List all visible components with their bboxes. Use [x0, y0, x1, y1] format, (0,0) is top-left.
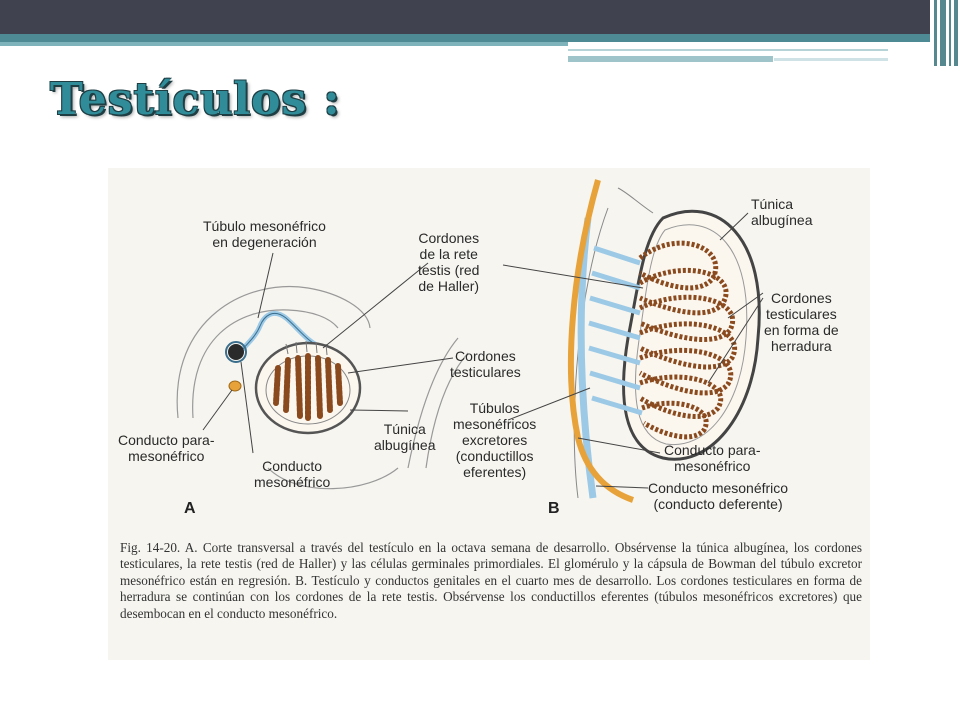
label-text: Conducto para- mesonéfrico	[118, 432, 215, 464]
label-text: Túbulos mesonéfricos excretores (conduct…	[453, 400, 537, 480]
label-text: Cordones de la rete testis (red de Halle…	[418, 230, 480, 294]
label-cordones-rete-testis: Cordones de la rete testis (red de Halle…	[418, 230, 479, 294]
label-text: Cordones testiculares	[450, 348, 521, 380]
panel-a-drawing	[176, 252, 469, 490]
label-text: Conducto para- mesonéfrico	[664, 442, 761, 474]
panel-letter-a: A	[184, 500, 196, 517]
panel-letter-b: B	[548, 500, 560, 517]
slide-accent-bar	[0, 34, 930, 42]
label-conducto-paramesonefrico-a: Conducto para- mesonéfrico	[118, 432, 215, 464]
label-conducto-paramesonefrico-b: Conducto para- mesonéfrico	[664, 442, 761, 474]
slide-title: Testículos :	[50, 74, 341, 125]
label-cordones-herradura: Cordones testiculares en forma de herrad…	[764, 290, 839, 354]
figure-caption: Fig. 14-20. A. Corte transversal a travé…	[120, 540, 862, 621]
label-text: Túnica albugínea	[751, 196, 813, 228]
label-text: Túnica albugínea	[374, 421, 436, 453]
label-tunica-albuginea-a: Túnica albugínea	[374, 421, 436, 453]
label-conducto-mesonefrico-a: Conducto mesonéfrico	[254, 458, 330, 490]
slide-accent-bar-light	[0, 42, 568, 46]
embryology-figure: Túbulo mesonéfrico en degeneración Cordo…	[108, 168, 870, 660]
label-tunica-albuginea-b: Túnica albugínea	[751, 196, 813, 228]
panel-b-drawing	[502, 179, 764, 503]
slide-accent-line	[774, 58, 888, 61]
label-conducto-mesonefrico-b: Conducto mesonéfrico (conducto deferente…	[648, 480, 788, 512]
slide-accent-line	[568, 56, 773, 62]
slide-accent-line	[568, 49, 888, 51]
slide-top-bar	[0, 0, 930, 34]
label-text: Conducto mesonéfrico (conducto deferente…	[648, 480, 789, 512]
testis-diagram	[176, 179, 764, 503]
label-tubulo-mesonefrico: Túbulo mesonéfrico en degeneración	[203, 218, 326, 250]
label-tubulos-excretores: Túbulos mesonéfricos excretores (conduct…	[453, 400, 536, 480]
slide-corner-bars	[930, 0, 960, 66]
label-text: Conducto mesonéfrico	[254, 458, 331, 490]
label-cordones-testiculares-a: Cordones testiculares	[450, 348, 521, 380]
label-text: Túbulo mesonéfrico en degeneración	[203, 218, 326, 250]
label-text: Cordones testiculares en forma de herrad…	[764, 290, 839, 354]
